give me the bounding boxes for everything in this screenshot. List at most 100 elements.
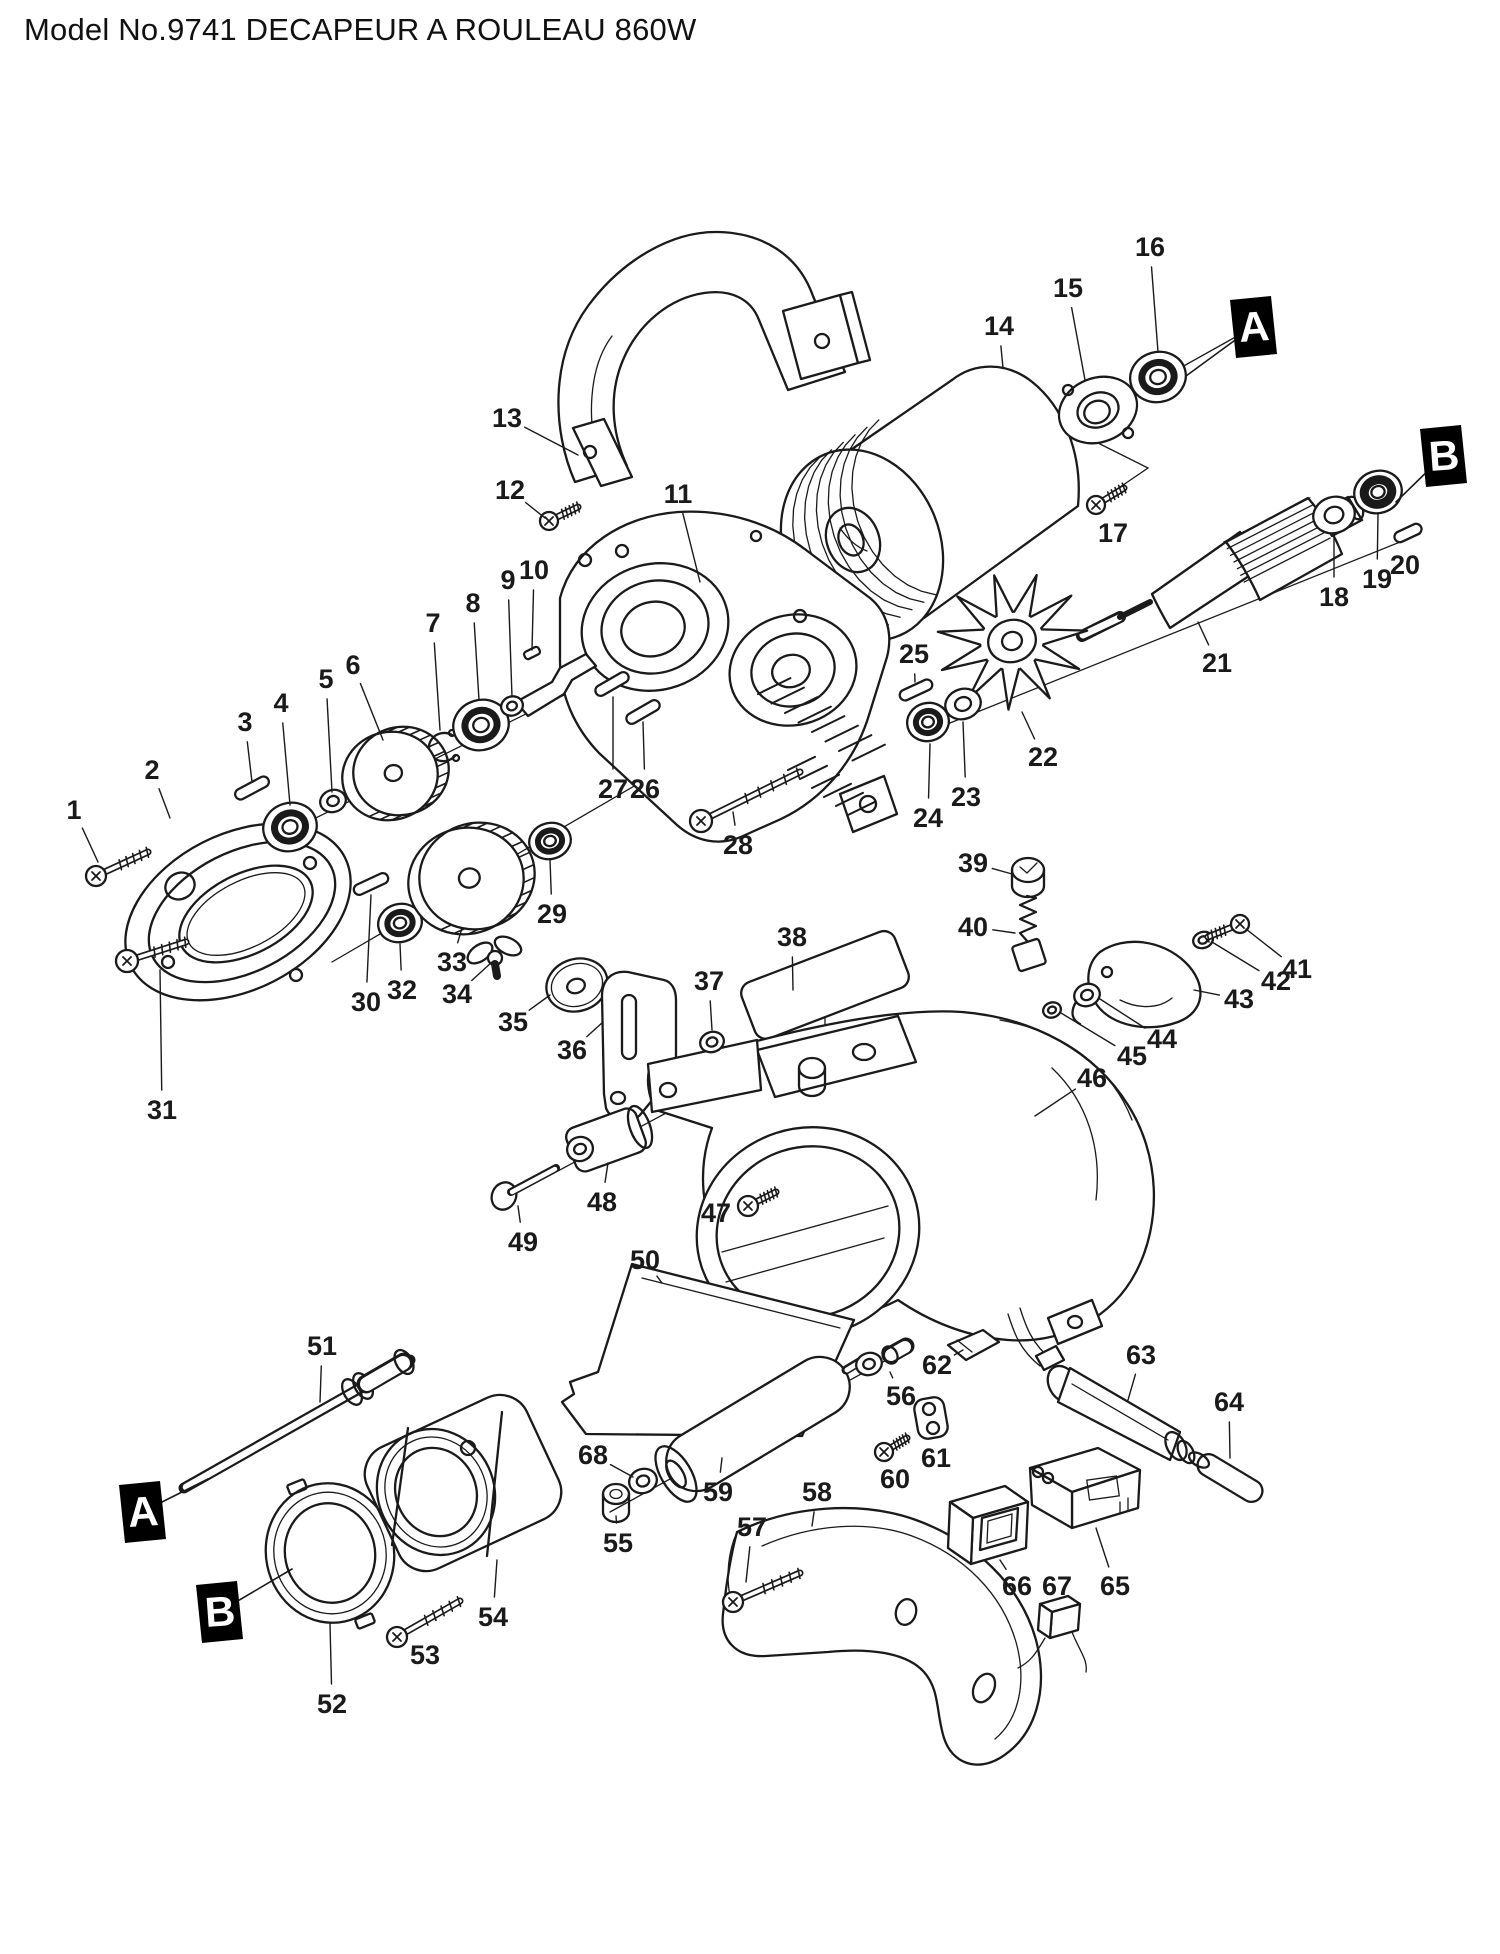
part-label-51: 51 bbox=[307, 1331, 337, 1403]
part-43-brush-holder-cover bbox=[1087, 940, 1202, 1029]
part-number: 28 bbox=[723, 830, 753, 860]
part-44-grommet bbox=[1071, 982, 1101, 1026]
screw bbox=[688, 767, 804, 834]
part-label-34: 34 bbox=[442, 961, 493, 1009]
part-label-10: 10 bbox=[519, 555, 549, 651]
part-number: 35 bbox=[498, 1007, 528, 1037]
badge-box bbox=[119, 1481, 166, 1543]
badge-letter: A bbox=[126, 1487, 160, 1536]
washer bbox=[499, 695, 525, 717]
pin bbox=[352, 872, 390, 896]
part-number: 68 bbox=[578, 1440, 608, 1470]
washer bbox=[944, 687, 982, 721]
part-label-42: 42 bbox=[1211, 941, 1291, 996]
part-number: 2 bbox=[144, 755, 159, 785]
part-number: 17 bbox=[1098, 518, 1128, 548]
part-label-11: 11 bbox=[664, 479, 701, 583]
part-number: 58 bbox=[802, 1477, 832, 1507]
part-label-13: 13 bbox=[492, 403, 579, 456]
screw bbox=[873, 1432, 911, 1463]
part-label-6: 6 bbox=[345, 650, 384, 741]
part-label-4: 4 bbox=[273, 688, 291, 806]
part-label-53: 53 bbox=[410, 1640, 440, 1670]
part-22-fan bbox=[936, 573, 1089, 711]
ball-bearing bbox=[262, 801, 318, 853]
part-number: 42 bbox=[1261, 966, 1291, 996]
pin bbox=[898, 678, 934, 702]
part-label-23: 23 bbox=[951, 721, 981, 812]
part-56-roller-bushing bbox=[881, 1337, 915, 1365]
screw bbox=[538, 501, 582, 532]
armature-rib-lines bbox=[1223, 497, 1331, 583]
screw bbox=[736, 1186, 780, 1218]
part-label-54: 54 bbox=[478, 1559, 508, 1632]
part-number: 52 bbox=[317, 1689, 347, 1719]
diagram-title: Model No.9741 DECAPEUR A ROULEAU 860W bbox=[24, 12, 697, 47]
part-52-baffle-ring bbox=[264, 1478, 396, 1630]
part-51-roller-shaft bbox=[178, 1348, 416, 1494]
ball-bearing bbox=[377, 902, 423, 944]
part-number: 9 bbox=[500, 565, 515, 595]
part-number: 46 bbox=[1077, 1063, 1107, 1093]
section-badge-b-1: B bbox=[1395, 425, 1467, 503]
part-11-gear-housing bbox=[558, 510, 899, 843]
part-65-switch bbox=[1028, 1446, 1142, 1530]
screw bbox=[721, 1567, 804, 1614]
part-label-1: 1 bbox=[66, 795, 99, 863]
part-number: 43 bbox=[1224, 984, 1254, 1014]
part-label-29: 29 bbox=[537, 859, 567, 929]
part-number: 5 bbox=[318, 664, 333, 694]
part-64-sleeve bbox=[1187, 1451, 1264, 1504]
part-label-21: 21 bbox=[1197, 621, 1232, 678]
ball-bearing bbox=[1129, 350, 1187, 404]
part-label-67: 67 bbox=[1042, 1571, 1072, 1601]
part-label-15: 15 bbox=[1053, 273, 1086, 381]
part-number: 62 bbox=[922, 1350, 952, 1380]
washer bbox=[1312, 495, 1356, 535]
housing-vent-slats bbox=[757, 677, 886, 816]
part-number: 50 bbox=[630, 1245, 660, 1275]
generated-hardware-layer bbox=[84, 350, 1423, 1649]
part-number: 66 bbox=[1002, 1571, 1032, 1601]
gear bbox=[341, 725, 450, 822]
part-39-brush-cap bbox=[1010, 856, 1046, 899]
part-number: 39 bbox=[958, 848, 988, 878]
part-label-57: 57 bbox=[737, 1512, 767, 1583]
part-number: 23 bbox=[951, 782, 981, 812]
part-number: 21 bbox=[1202, 648, 1232, 678]
ball-bearing bbox=[452, 698, 510, 752]
part-label-47: 47 bbox=[701, 1198, 731, 1228]
part-49-roller-bolt bbox=[490, 1164, 560, 1211]
part-number: 63 bbox=[1126, 1340, 1156, 1370]
part-label-44: 44 bbox=[1099, 998, 1177, 1054]
part-label-52: 52 bbox=[317, 1623, 347, 1719]
part-label-16: 16 bbox=[1135, 232, 1165, 353]
washer bbox=[699, 1030, 725, 1054]
part-46-motor-housing bbox=[646, 1010, 1155, 1346]
part-label-9: 9 bbox=[500, 565, 516, 698]
screw bbox=[84, 846, 152, 888]
part-label-36: 36 bbox=[557, 1021, 604, 1065]
screw bbox=[114, 936, 190, 974]
part-number: 25 bbox=[899, 639, 929, 669]
badge-box bbox=[1420, 425, 1467, 487]
part-number: 32 bbox=[387, 975, 417, 1005]
part-label-14: 14 bbox=[984, 311, 1014, 369]
section-badge-a-2: A bbox=[119, 1478, 209, 1543]
part-number: 56 bbox=[886, 1381, 916, 1411]
part-label-37: 37 bbox=[694, 966, 724, 1031]
part-label-46: 46 bbox=[1034, 1063, 1107, 1117]
part-54-field-stator bbox=[363, 1393, 563, 1573]
part-label-12: 12 bbox=[495, 475, 546, 519]
part-number: 49 bbox=[508, 1227, 538, 1257]
part-label-18: 18 bbox=[1319, 533, 1349, 612]
part-label-28: 28 bbox=[723, 811, 753, 860]
part-label-68: 68 bbox=[578, 1440, 634, 1478]
pin bbox=[1393, 522, 1423, 544]
screw bbox=[1085, 482, 1128, 516]
part-label-3: 3 bbox=[237, 707, 253, 783]
part-label-43: 43 bbox=[1193, 984, 1254, 1014]
part-number: 45 bbox=[1117, 1041, 1147, 1071]
part-number: 20 bbox=[1390, 550, 1420, 580]
